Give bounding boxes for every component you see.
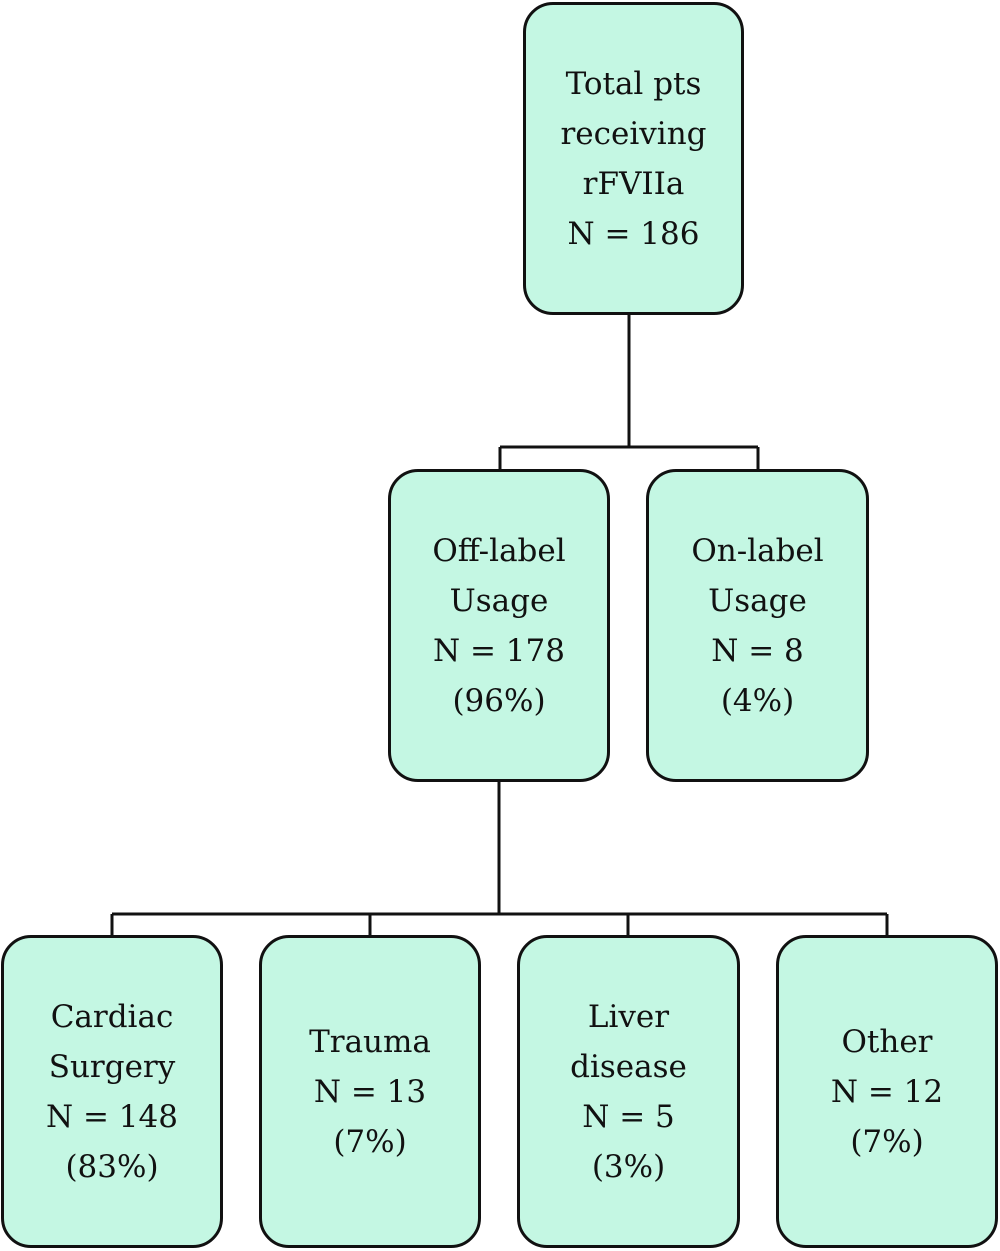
total-count: N = 186 bbox=[567, 215, 700, 252]
cardiac-line-1: Cardiac bbox=[50, 998, 174, 1035]
on-label-count: N = 8 bbox=[711, 632, 804, 669]
off-label-percent: (96%) bbox=[452, 682, 546, 719]
cardiac-line-2: Surgery bbox=[48, 1048, 176, 1085]
on-label-percent: (4%) bbox=[720, 682, 795, 719]
liver-disease-box: Liver disease N = 5 (3%) bbox=[517, 935, 740, 1248]
total-patients-box: Total pts receiving rFVIIa N = 186 bbox=[523, 2, 744, 315]
liver-line-1: Liver bbox=[587, 998, 670, 1035]
off-label-line-2: Usage bbox=[449, 582, 549, 619]
trauma-box: Trauma N = 13 (7%) bbox=[259, 935, 481, 1248]
on-label-usage-box: On-label Usage N = 8 (4%) bbox=[646, 469, 869, 782]
other-count: N = 12 bbox=[830, 1073, 944, 1110]
liver-line-2: disease bbox=[570, 1048, 687, 1085]
cardiac-surgery-box: Cardiac Surgery N = 148 (83%) bbox=[1, 935, 223, 1248]
trauma-count: N = 13 bbox=[313, 1073, 427, 1110]
off-label-count: N = 178 bbox=[433, 632, 565, 669]
total-line-3: rFVIIa bbox=[582, 165, 685, 202]
cardiac-count: N = 148 bbox=[46, 1098, 178, 1135]
liver-count: N = 5 bbox=[582, 1098, 675, 1135]
other-box: Other N = 12 (7%) bbox=[776, 935, 998, 1248]
liver-percent: (3%) bbox=[591, 1148, 666, 1185]
total-line-1: Total pts bbox=[565, 65, 702, 102]
trauma-line-1: Trauma bbox=[309, 1023, 431, 1060]
cardiac-percent: (83%) bbox=[65, 1148, 159, 1185]
trauma-percent: (7%) bbox=[333, 1123, 407, 1160]
other-line-1: Other bbox=[841, 1023, 933, 1060]
total-line-2: receiving bbox=[560, 115, 707, 152]
on-label-line-2: Usage bbox=[708, 582, 807, 619]
off-label-line-1: Off-label bbox=[432, 532, 566, 569]
other-percent: (7%) bbox=[850, 1123, 924, 1160]
off-label-usage-box: Off-label Usage N = 178 (96%) bbox=[388, 469, 610, 782]
on-label-line-1: On-label bbox=[691, 532, 824, 569]
